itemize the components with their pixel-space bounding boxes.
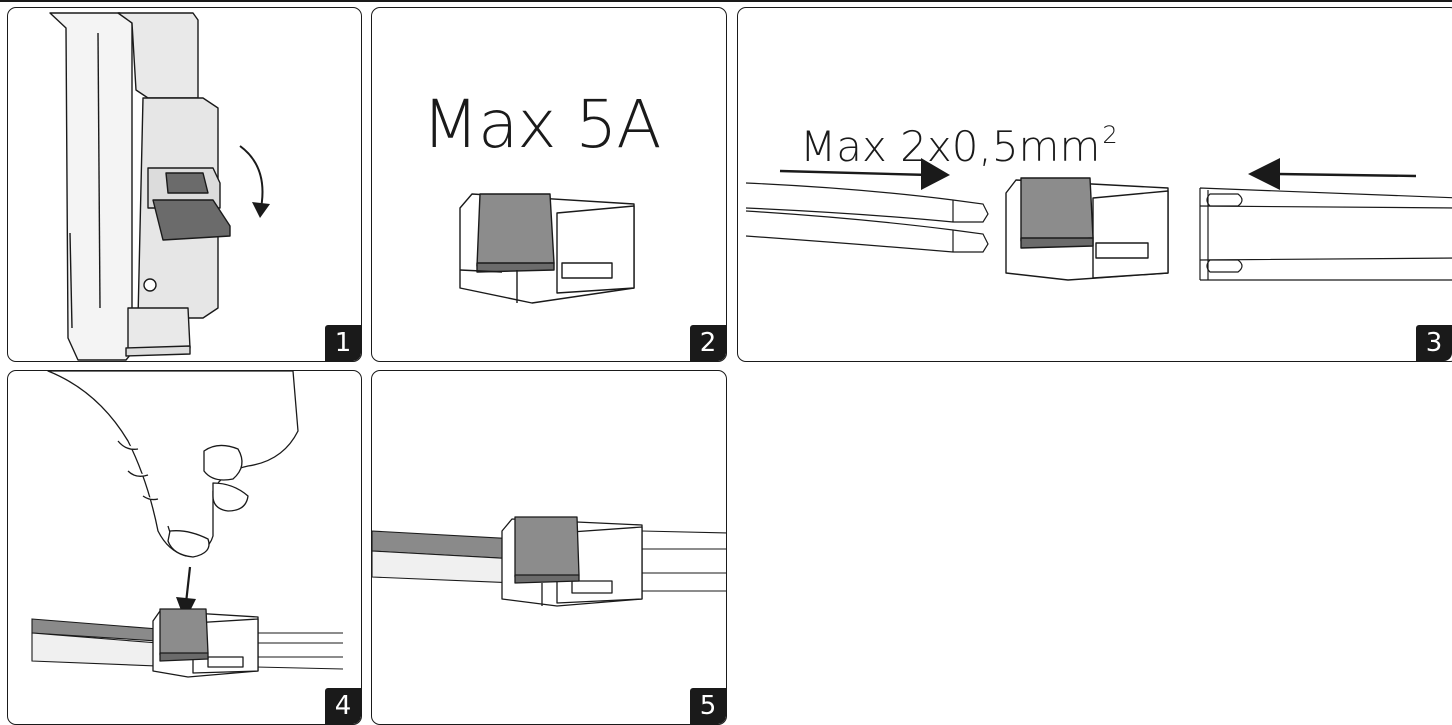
connected-diagram bbox=[372, 516, 726, 607]
step-panel-4: 4 bbox=[7, 370, 362, 725]
wire-size-exponent: 2 bbox=[1102, 121, 1118, 149]
arrow-left-icon bbox=[1277, 172, 1417, 178]
step-number: 3 bbox=[1416, 325, 1452, 361]
max-wire-size-label: Max 2x0,5mm2 bbox=[800, 112, 1118, 170]
step-number: 2 bbox=[690, 325, 726, 361]
max-current-label: Max 5A bbox=[422, 86, 662, 163]
wire-size-text: Max 2x0,5mm bbox=[800, 122, 1101, 171]
step-number: 1 bbox=[325, 325, 361, 361]
top-rule bbox=[0, 0, 1452, 2]
hand-icon bbox=[47, 371, 299, 558]
hand-press-diagram bbox=[31, 371, 344, 678]
arrow-right-icon bbox=[779, 169, 931, 177]
step-panel-1: 1 bbox=[7, 7, 362, 362]
wire-insertion-diagram bbox=[745, 158, 1452, 281]
step-number: 4 bbox=[325, 688, 361, 724]
circuit-breaker-icon bbox=[49, 12, 270, 361]
step-panel-5: 5 bbox=[371, 370, 727, 725]
arrow-down-icon bbox=[184, 566, 192, 604]
step-number: 5 bbox=[690, 688, 726, 724]
wire-icon bbox=[745, 182, 989, 223]
step-panel-2: Max 5A 2 bbox=[371, 7, 727, 362]
connector-icon bbox=[459, 193, 635, 304]
step-panel-3: Max 2x0,5mm2 3 bbox=[737, 7, 1452, 362]
